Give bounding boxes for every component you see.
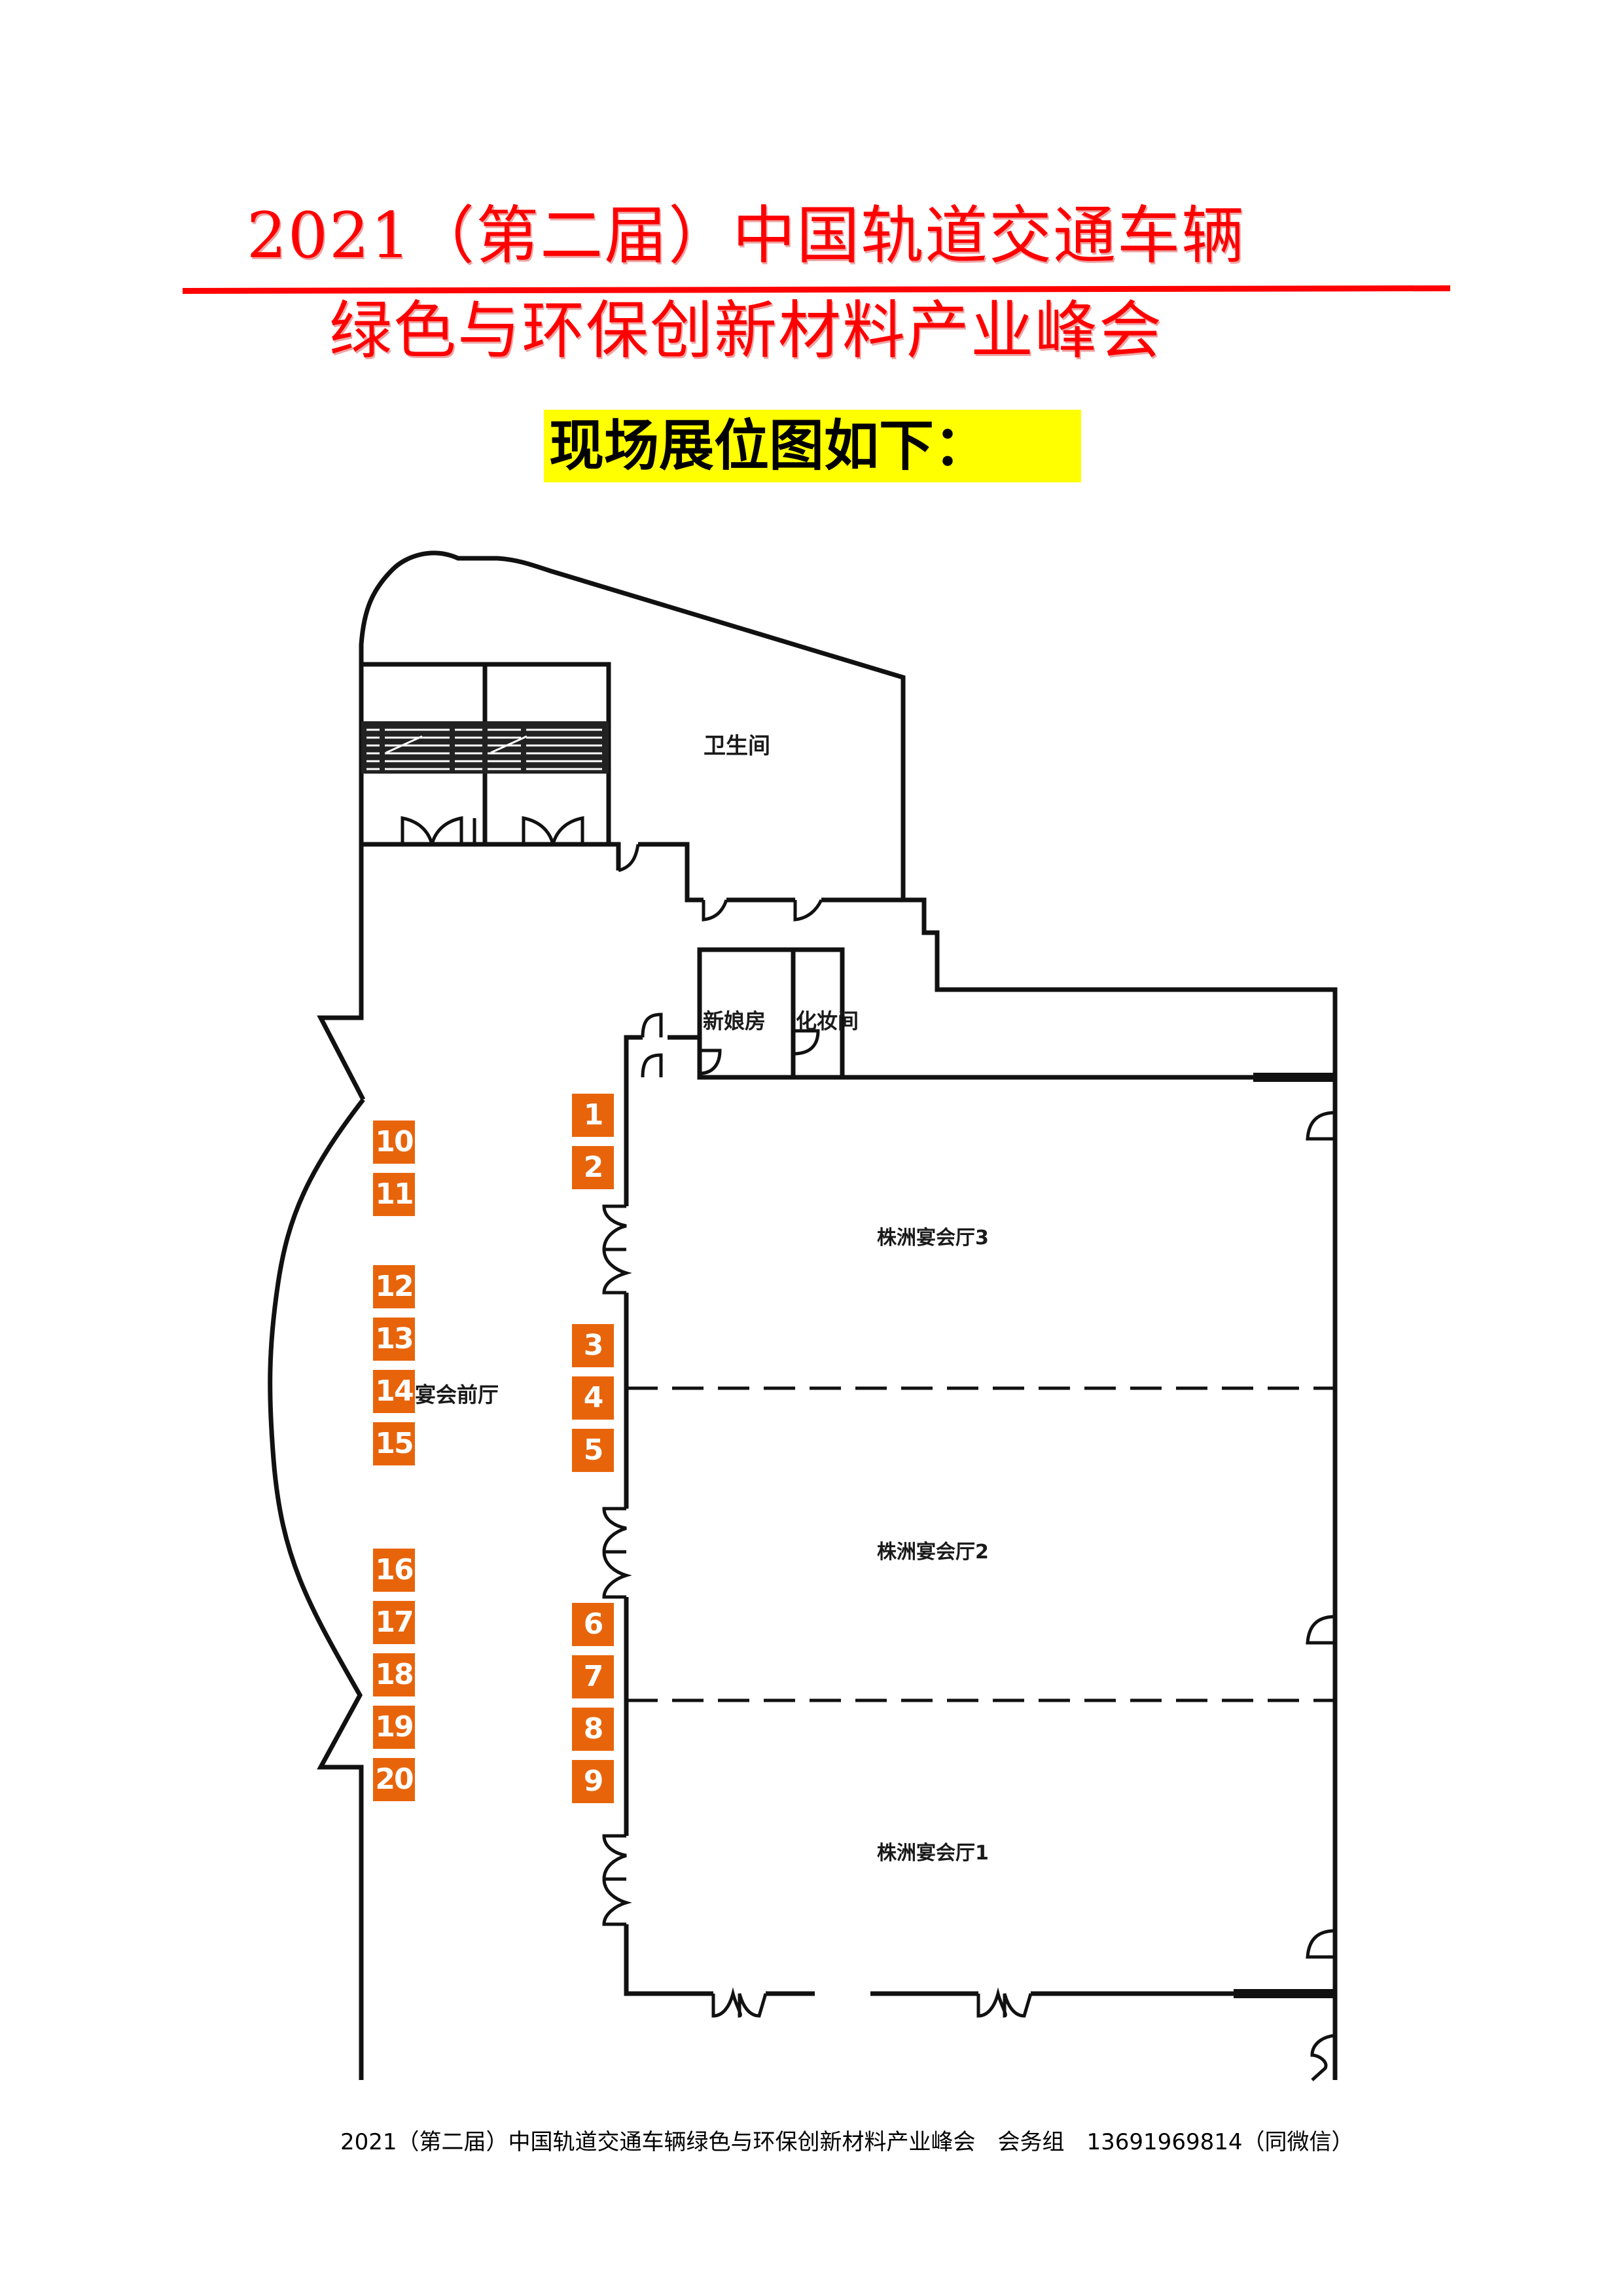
booth-1[interactable]: 1 (572, 1094, 614, 1137)
booth-17[interactable]: 17 (373, 1601, 415, 1644)
room-label-makeup: 化妆间 (796, 1009, 859, 1033)
north-outline (359, 550, 906, 900)
room-label-prefunction: 宴会前厅 (415, 1382, 499, 1407)
hall-west-wall (624, 1077, 1335, 1996)
booth-11[interactable]: 11 (373, 1173, 415, 1216)
booth-2[interactable]: 2 (572, 1146, 614, 1189)
booth-6[interactable]: 6 (572, 1603, 614, 1646)
booth-19[interactable]: 19 (373, 1706, 415, 1749)
room-label-hall3: 株洲宴会厅3 (877, 1227, 989, 1249)
title-line-1: 2021（第二届）中国轨道交通车辆 (246, 199, 1246, 272)
booth-4[interactable]: 4 (572, 1376, 614, 1420)
west-curved-facade (268, 1098, 365, 2080)
door-icons (401, 816, 1336, 2081)
booth-20[interactable]: 20 (373, 1758, 415, 1801)
booth-14[interactable]: 14 (373, 1370, 415, 1413)
title-line-2: 绿色与环保创新材料产业峰会 (329, 294, 1163, 367)
footer-contact: 2021（第二届）中国轨道交通车辆绿色与环保创新材料产业峰会 会务组 13691… (340, 2129, 1354, 2155)
booth-8[interactable]: 8 (572, 1708, 614, 1751)
booth-12[interactable]: 12 (373, 1265, 415, 1308)
floorplan-heading: 现场展位图如下： (544, 410, 1081, 482)
booth-18[interactable]: 18 (373, 1653, 415, 1696)
room-label-restroom: 卫生间 (704, 733, 770, 759)
booth-16[interactable]: 16 (373, 1549, 415, 1592)
booth-5[interactable]: 5 (572, 1429, 614, 1472)
booth-9[interactable]: 9 (572, 1760, 614, 1803)
booth-10[interactable]: 10 (373, 1121, 415, 1164)
booth-7[interactable]: 7 (572, 1655, 614, 1698)
hall-partitions (626, 1386, 1335, 1702)
room-label-bridal: 新娘房 (703, 1009, 766, 1033)
booth-3[interactable]: 3 (572, 1324, 614, 1367)
room-label-hall2: 株洲宴会厅2 (877, 1541, 989, 1564)
booth-15[interactable]: 15 (373, 1422, 415, 1465)
room-label-hall1: 株洲宴会厅1 (877, 1842, 989, 1865)
booth-13[interactable]: 13 (373, 1318, 415, 1361)
